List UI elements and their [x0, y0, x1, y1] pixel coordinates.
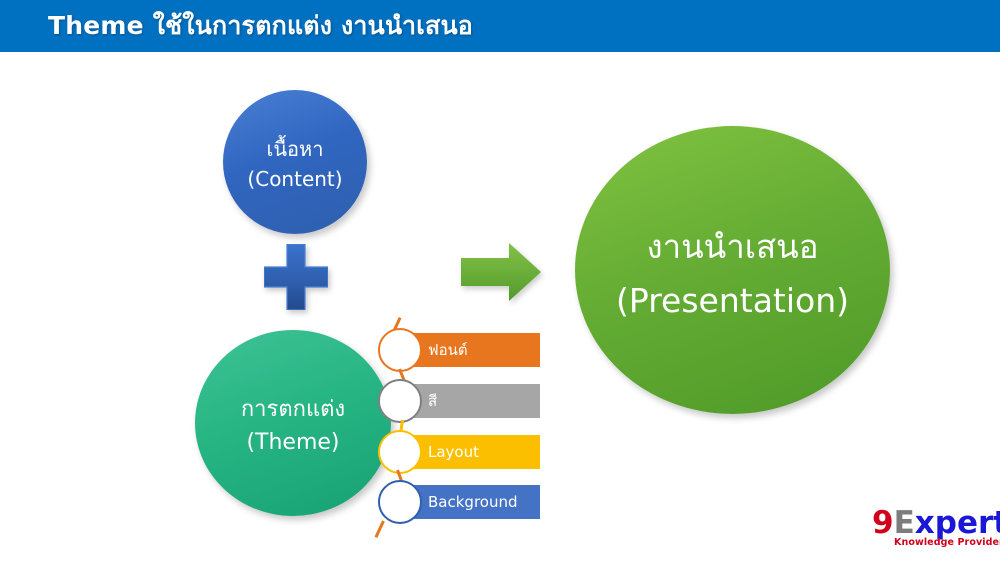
plus-icon	[264, 244, 328, 310]
theme-circle-label-english: (Theme)	[246, 430, 340, 455]
theme-circle-label-thai: การตกแต่ง	[240, 397, 346, 422]
attribute-bar-background[interactable]: Background	[400, 485, 540, 519]
logo-digit-nine: 9	[872, 505, 894, 541]
logo-letter-e: E	[893, 505, 915, 541]
theme-circle: การตกแต่ง (Theme)	[195, 330, 391, 516]
connector-stub-bottom	[374, 520, 385, 538]
attribute-label-font: ฟอนต์	[428, 341, 468, 359]
slide-header-bar: Theme ใช้ในการตกแต่ง งานนำเสนอ	[0, 0, 1000, 52]
attribute-label-layout: Layout	[428, 443, 479, 461]
attribute-label-color: สี	[428, 392, 438, 410]
content-circle: เนื้อหา (Content)	[223, 90, 367, 234]
attribute-bar-font[interactable]: ฟอนต์	[400, 333, 540, 367]
attribute-node-layout[interactable]	[378, 430, 422, 474]
logo-9expert: 9Expert Knowledge Provider	[872, 505, 1000, 552]
attribute-bar-color[interactable]: สี	[400, 384, 540, 418]
logo-wordmark: 9Expert	[872, 505, 1000, 541]
presentation-circle-label-english: (Presentation)	[616, 281, 849, 320]
content-circle-label-thai: เนื้อหา	[266, 137, 324, 161]
page-title: Theme ใช้ในการตกแต่ง งานนำเสนอ	[48, 11, 473, 40]
attribute-bar-layout[interactable]: Layout	[400, 435, 540, 469]
presentation-circle: งานนำเสนอ (Presentation)	[575, 126, 890, 414]
logo-letters-xpert: xpert	[914, 505, 1000, 541]
logo-tagline: Knowledge Provider	[894, 537, 1000, 548]
attribute-label-background: Background	[428, 493, 518, 511]
content-circle-label-english: (Content)	[247, 167, 343, 191]
presentation-circle-label-thai: งานนำเสนอ	[646, 227, 819, 266]
arrow-right-icon	[461, 243, 541, 301]
attribute-node-color[interactable]	[378, 379, 422, 423]
attribute-node-font[interactable]	[378, 328, 422, 372]
attribute-node-background[interactable]	[378, 480, 422, 524]
